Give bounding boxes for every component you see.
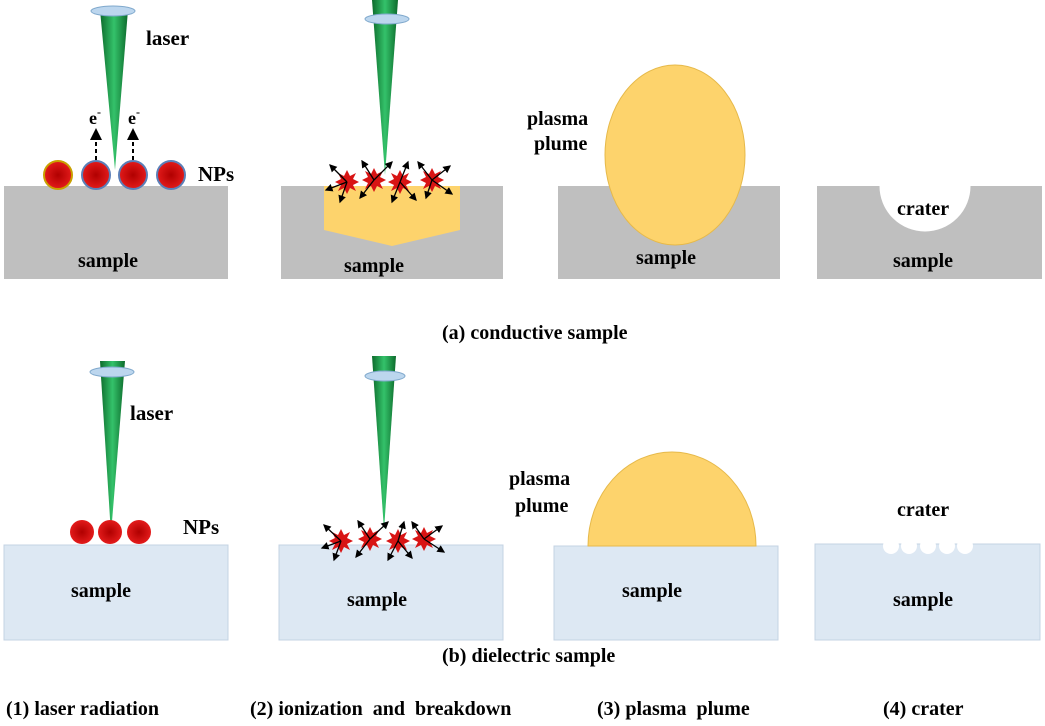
focusing-lens (89, 366, 135, 378)
panel-b4-crater: crater sample (814, 499, 1041, 641)
sample-block (553, 545, 779, 641)
panel-a3-plasma-plume: plasma plume sample (527, 64, 780, 279)
laser-beam (372, 0, 398, 175)
nanoparticles (70, 520, 151, 544)
laser-beam (100, 10, 128, 170)
laser-beam (100, 361, 125, 534)
caption-conductive: (a) conductive sample (442, 322, 628, 344)
caption-dielectric: (b) dielectric sample (442, 645, 616, 667)
panel-a2-ionization: sample (281, 0, 503, 279)
crater-pit (883, 538, 899, 554)
crater-label: crater (897, 198, 949, 220)
panel-a1-laser-radiation: e- e- laser NPs sample (4, 5, 234, 279)
laser-beam (372, 356, 396, 530)
plasma-label-line1: plasma (527, 108, 588, 130)
sample-label: sample (893, 589, 953, 611)
step-3-label: (3) plasma plume (597, 698, 750, 720)
nanoparticle (98, 520, 122, 544)
nanoparticle (43, 160, 73, 190)
nanoparticle (156, 160, 186, 190)
nps-label: NPs (198, 162, 234, 186)
molten-region (324, 186, 460, 246)
crater-pit (939, 538, 955, 554)
panel-a4-crater: crater sample (817, 176, 1042, 279)
focusing-lens (364, 370, 406, 382)
sample-label: sample (347, 589, 407, 611)
ejection-arrows (324, 159, 454, 204)
sample-label: sample (636, 247, 696, 269)
crater-pits (883, 538, 973, 554)
laser-label: laser (146, 26, 189, 50)
electron-label: e- (89, 105, 101, 128)
nanoparticle (127, 520, 151, 544)
crater-pit (957, 538, 973, 554)
sample-label: sample (622, 580, 682, 602)
step-2-label: (2) ionization and breakdown (250, 698, 512, 720)
sample-block (814, 543, 1041, 641)
step-1-label: (1) laser radiation (6, 698, 159, 720)
plasma-plume (587, 451, 757, 547)
sample-label: sample (893, 250, 953, 272)
panel-b3-plasma-plume: plasma plume sample (509, 451, 779, 641)
plasma-label-line1: plasma (509, 468, 570, 490)
nanoparticle (81, 160, 111, 190)
focusing-lens (364, 13, 410, 25)
panel-b2-ionization: sample (278, 356, 504, 641)
ejection-arrows (320, 519, 446, 562)
crater-pit (901, 538, 917, 554)
panel-b1-laser-radiation: laser NPs sample (3, 361, 229, 641)
sample-label: sample (78, 250, 138, 272)
sample-block (3, 544, 229, 641)
nps-label: NPs (183, 515, 219, 539)
plasma-label-line2: plume (534, 133, 587, 155)
nanoparticle (70, 520, 94, 544)
focusing-lens (90, 5, 136, 17)
crater-pit (920, 538, 936, 554)
crater-label: crater (897, 499, 949, 521)
plasma-plume (604, 64, 746, 246)
step-4-label: (4) crater (883, 698, 964, 720)
nanoparticles (43, 160, 186, 190)
plasma-label-line2: plume (515, 495, 568, 517)
electron-label: e- (128, 105, 140, 128)
sample-label: sample (71, 580, 131, 602)
sample-label: sample (344, 255, 404, 277)
laser-label: laser (130, 401, 173, 425)
sample-block (4, 186, 228, 279)
nanoparticle (118, 160, 148, 190)
